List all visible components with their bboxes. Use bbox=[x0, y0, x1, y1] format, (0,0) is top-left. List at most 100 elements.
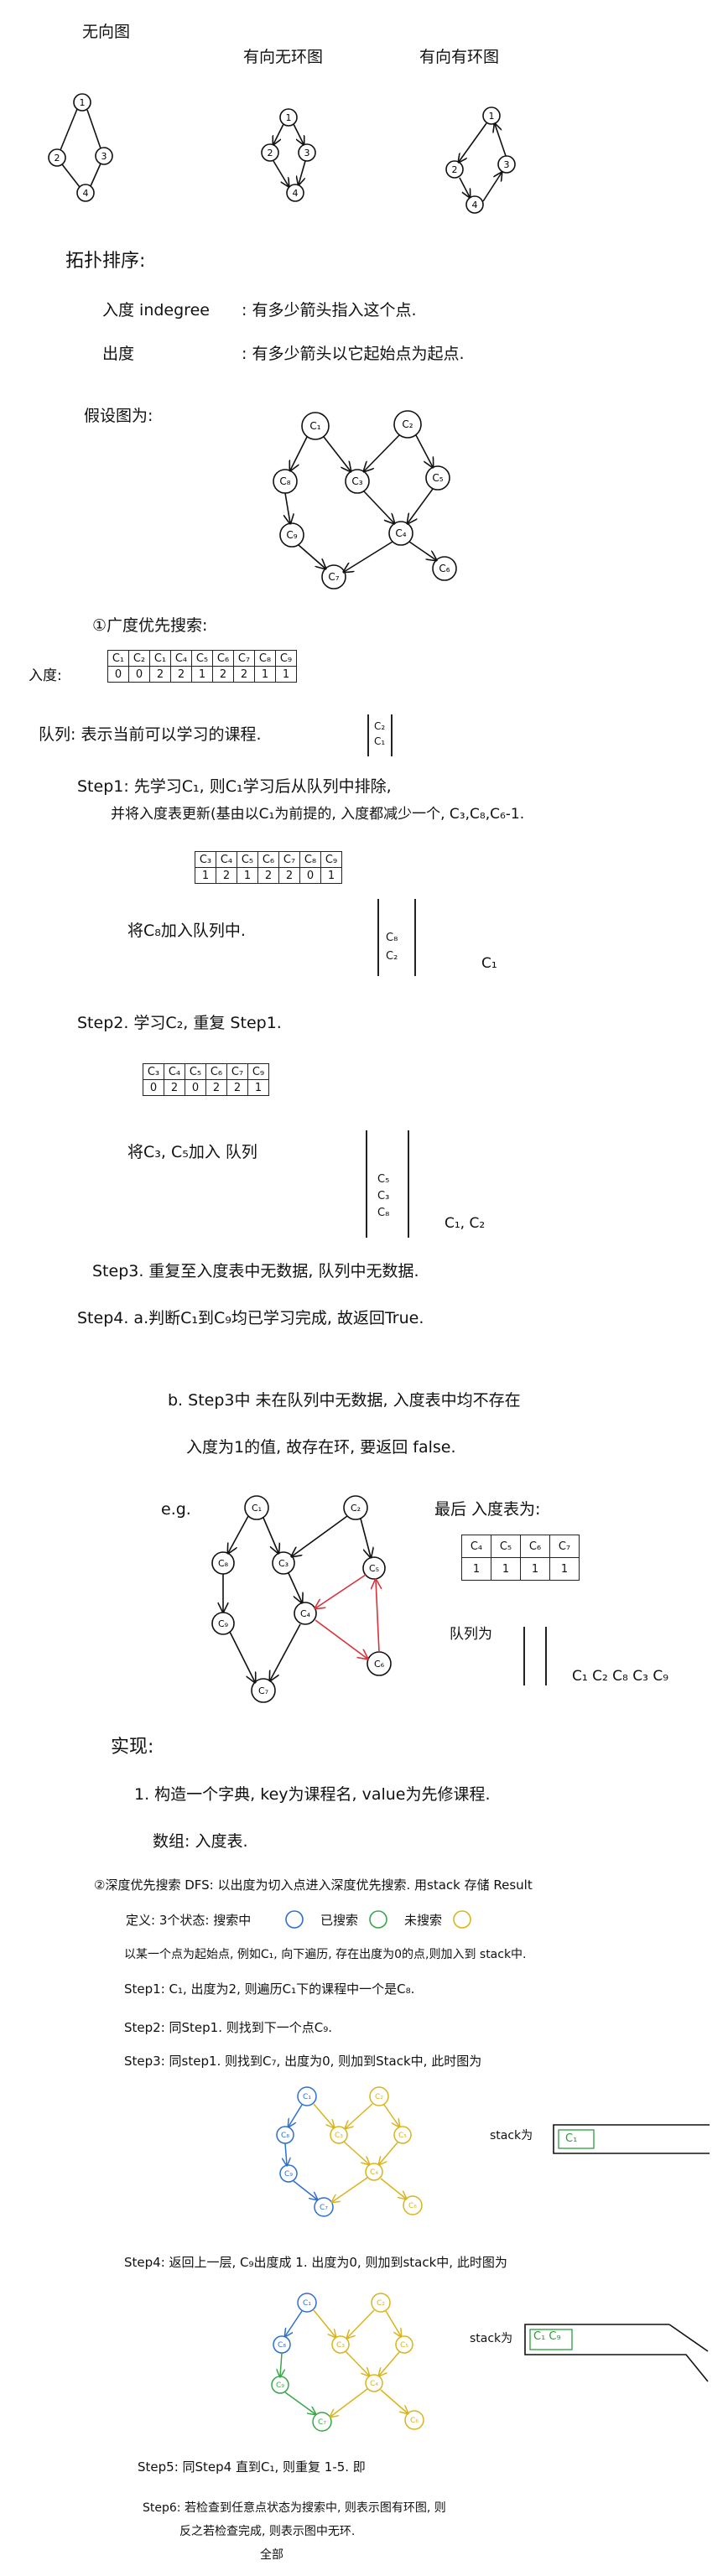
svg-text:C₆: C₆ bbox=[374, 1659, 385, 1670]
indegree-table-3: C₃ C₄ C₅ C₆ C₇ C₉ 0 2 0 2 2 1 bbox=[143, 1063, 269, 1096]
svg-text:C₅: C₅ bbox=[400, 2341, 408, 2350]
queue-bar-right bbox=[408, 1130, 409, 1238]
table-cell: 1 bbox=[247, 1079, 269, 1096]
svg-text:C₁: C₁ bbox=[303, 2093, 311, 2101]
table-cell: 1 bbox=[461, 1557, 491, 1581]
dfs-start-note: 以某一个点为起始点, 例如C₁, 向下遍历, 存在出度为0的点,则加入到 sta… bbox=[124, 1948, 527, 1961]
step2-line: Step2. 学习C₂, 重复 Step1. bbox=[77, 1014, 282, 1032]
svg-text:3: 3 bbox=[504, 159, 510, 170]
svg-text:C₆: C₆ bbox=[439, 563, 450, 574]
dfs-step1: Step1: C₁, 出度为2, 则遍历C₁下的课程中一个是C₈. bbox=[124, 1981, 415, 1997]
queue-final-label: 队列为 bbox=[450, 1626, 492, 1643]
table-cell: 2 bbox=[233, 666, 255, 683]
svg-text:2: 2 bbox=[55, 153, 60, 164]
svg-text:C₄: C₄ bbox=[300, 1608, 311, 1619]
svg-text:C₆: C₆ bbox=[410, 2417, 419, 2425]
table-cell: C₅ bbox=[237, 851, 258, 868]
cyclic-title: 有向有环图 bbox=[419, 48, 500, 66]
state-searching-icon bbox=[285, 1910, 304, 1929]
svg-text:C₁: C₁ bbox=[252, 1503, 262, 1514]
table-cell: C₆ bbox=[205, 1063, 227, 1080]
table-cell: 2 bbox=[226, 1079, 248, 1096]
table-cell: C₂ bbox=[128, 650, 150, 667]
queue-item: C₅ bbox=[377, 1173, 390, 1186]
queue-item: C₈ bbox=[377, 1207, 390, 1219]
svg-text:1: 1 bbox=[80, 97, 86, 108]
queue-item: C₂ bbox=[374, 720, 386, 732]
table-cell: 1 bbox=[520, 1557, 550, 1581]
table-cell: C₆ bbox=[520, 1535, 550, 1558]
queue-bar-left bbox=[366, 1130, 367, 1238]
impl-line-1: 1. 构造一个字典, key为课程名, value为先修课程. bbox=[134, 1785, 491, 1804]
dag-title: 有向无环图 bbox=[243, 48, 324, 66]
state-searched-label: 已搜索 bbox=[320, 1913, 359, 1928]
table-cell: C₇ bbox=[233, 650, 255, 667]
svg-text:C₅: C₅ bbox=[432, 472, 443, 484]
outdegree-def: : 有多少箭头以它起始点为起点. bbox=[242, 345, 465, 363]
final-indegree-table: C₄ C₅ C₆ C₇ 1 1 1 1 bbox=[461, 1535, 580, 1581]
eg-label: e.g. bbox=[161, 1500, 191, 1519]
svg-text:C₇: C₇ bbox=[318, 2418, 326, 2427]
svg-text:2: 2 bbox=[268, 148, 273, 158]
svg-text:C₁: C₁ bbox=[303, 2299, 311, 2308]
svg-text:C₃: C₃ bbox=[278, 1558, 289, 1569]
table-row-head: C₁ C₂ C₁ C₄ C₅ C₆ C₇ C₈ C₉ bbox=[107, 650, 297, 667]
state-unsearched-label: 未搜索 bbox=[404, 1913, 443, 1928]
svg-text:C₉: C₉ bbox=[276, 2381, 284, 2390]
table-row-vals: 1 1 1 1 bbox=[461, 1557, 580, 1581]
dfs-step4: Step4: 返回上一层, C₉出度成 1. 出度为0, 则加到stack中, … bbox=[124, 2255, 507, 2270]
table-cell: 1 bbox=[275, 666, 297, 683]
done-courses: C₁, C₂ bbox=[445, 1215, 486, 1232]
table-cell: 2 bbox=[205, 1079, 227, 1096]
table-cell: C₃ bbox=[143, 1063, 164, 1080]
queue-bar-left bbox=[377, 899, 379, 976]
done-courses: C₁ bbox=[481, 955, 497, 972]
table-cell: 1 bbox=[237, 867, 258, 884]
step3-line: Step3. 重复至入度表中无数据, 队列中无数据. bbox=[92, 1262, 419, 1280]
final-indegree-label: 最后 入度表为: bbox=[434, 1500, 541, 1519]
table-row-head: C₃ C₄ C₅ C₆ C₇ C₈ C₉ bbox=[195, 851, 342, 868]
queue-bar-left bbox=[523, 1627, 525, 1685]
svg-text:C₇: C₇ bbox=[258, 1685, 268, 1696]
queue-final-items: C₁ C₂ C₈ C₃ C₉ bbox=[572, 1668, 669, 1685]
svg-text:C₃: C₃ bbox=[336, 2341, 345, 2350]
table-cell: C₉ bbox=[247, 1063, 269, 1080]
table-cell: 2 bbox=[149, 666, 171, 683]
svg-text:4: 4 bbox=[472, 200, 478, 210]
svg-text:4: 4 bbox=[293, 188, 299, 199]
svg-text:C₇: C₇ bbox=[328, 571, 339, 583]
svg-text:C₅: C₅ bbox=[369, 1563, 379, 1574]
svg-text:C₈: C₈ bbox=[218, 1558, 229, 1569]
table-cell: C₁ bbox=[107, 650, 129, 667]
svg-text:C₂: C₂ bbox=[377, 2299, 385, 2308]
svg-text:2: 2 bbox=[452, 164, 458, 175]
stack-item: C₁ C₉ bbox=[533, 2330, 561, 2343]
indegree-def: : 有多少箭头指入这个点. bbox=[242, 301, 417, 319]
dfs-step6-b: 反之若检查完成, 则表示图中无环. bbox=[179, 2525, 356, 2538]
svg-text:C₉: C₉ bbox=[218, 1618, 228, 1629]
svg-text:C₄: C₄ bbox=[370, 2380, 378, 2388]
table-cell: C₄ bbox=[461, 1535, 491, 1558]
step1-line-c: 将C₈加入队列中. bbox=[127, 922, 246, 940]
table-cell: 2 bbox=[212, 666, 234, 683]
table-cell: C₇ bbox=[278, 851, 300, 868]
table-row-vals: 0 0 2 2 1 2 2 1 1 bbox=[107, 666, 297, 683]
table-cell: 0 bbox=[299, 867, 321, 884]
table-cell: 0 bbox=[107, 666, 129, 683]
step4-line-b2: 入度为1的值, 故存在环, 要返回 false. bbox=[186, 1438, 456, 1457]
table-cell: 1 bbox=[254, 666, 276, 683]
svg-text:1: 1 bbox=[286, 112, 292, 123]
table-cell: C₄ bbox=[216, 851, 237, 868]
table-cell: C₅ bbox=[191, 650, 213, 667]
svg-text:C₉: C₉ bbox=[286, 529, 297, 541]
table-cell: 1 bbox=[320, 867, 342, 884]
stack-item: C₁ bbox=[565, 2132, 578, 2145]
stack-shape-1 bbox=[553, 2124, 710, 2154]
table-cell: 2 bbox=[257, 867, 279, 884]
dfs-def: 定义: 3个状态: 搜索中 bbox=[126, 1913, 252, 1928]
outdegree-term: 出度 bbox=[102, 345, 135, 363]
queue-bar-right bbox=[391, 714, 393, 756]
